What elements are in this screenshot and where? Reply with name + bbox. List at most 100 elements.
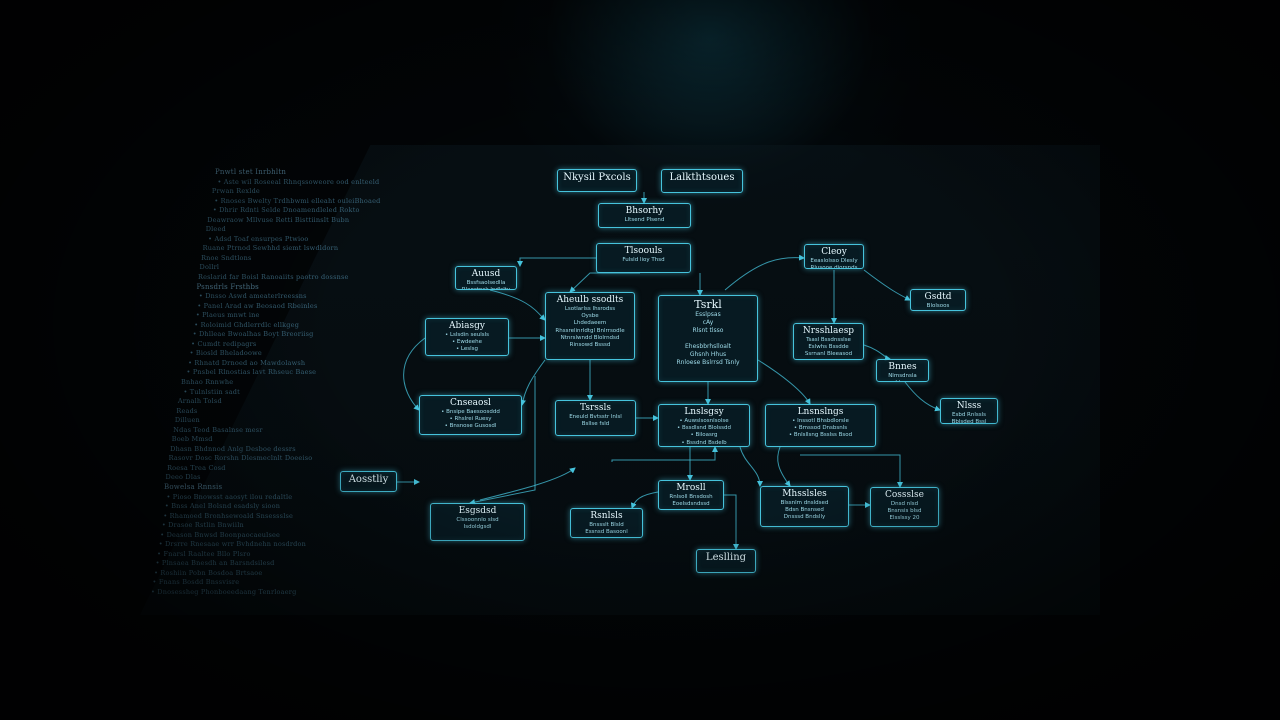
- node-title: Bhsorhy: [625, 206, 664, 216]
- diagram-node[interactable]: AuusdBssfsaolsedllaRlaoctnsk lndlslty: [455, 266, 517, 290]
- node-line: Blssnlm dnsldsed: [780, 500, 829, 506]
- connector-line: [479, 467, 576, 501]
- diagram-node[interactable]: Cnseaosl• Bnsipe Baesoosddd• Rhslrei Rue…: [419, 395, 522, 435]
- diagram-node[interactable]: Leslling: [696, 549, 756, 573]
- connector-line: [489, 289, 546, 321]
- node-title: Lnsnslngs: [797, 407, 844, 417]
- node-title: Lnslsgsy: [684, 407, 724, 417]
- node-title: Nkysil Pxcols: [563, 172, 631, 183]
- node-line: Eeaslolsso Dlesly: [810, 258, 858, 264]
- node-line: Rhssrelinrldtgl Bnlrrsodle: [555, 327, 625, 334]
- node-line: Ssrnanl Bleeasod: [804, 351, 853, 358]
- node-line: Rnloese Bslrrsd Tsnly: [676, 359, 740, 366]
- connector-line: [739, 446, 763, 487]
- node-line: • Bssdnd Bsdelb: [681, 439, 727, 446]
- node-line: Lhdedaeem: [573, 320, 607, 327]
- node-title: Cossslse: [885, 490, 924, 500]
- node-line: Eoelsdsndssd: [672, 501, 710, 508]
- node-line: Lsotlarlss Ihsrodss: [564, 306, 616, 312]
- node-line: Bnsnsis blsd: [887, 508, 922, 515]
- diagram-node[interactable]: Lnsnslngs• Inssotl Bhsbdlorsle• Bmssod D…: [765, 404, 876, 447]
- node-line: • Bssdlsnd Blolssdd: [676, 425, 731, 432]
- connector-line: [904, 381, 941, 412]
- node-line: Rlaoctnsk lndlslty: [459, 287, 513, 289]
- node-line: • Bnsnose Gusosdl: [444, 423, 497, 430]
- node-line: • Inssotl Bhsbdlorsle: [792, 418, 849, 424]
- node-line: Rinsowd Bsssd: [569, 342, 611, 349]
- node-line: Esslpsas: [695, 311, 721, 318]
- node-line: Lltsend Plsend: [624, 217, 665, 223]
- node-line: Bdsn Bnsnsed: [785, 507, 824, 514]
- node-title: Aheulb ssodlts: [556, 295, 624, 305]
- node-title: Cnseaosl: [450, 398, 491, 408]
- node-line: Eslwhs Bssdde: [808, 344, 849, 351]
- connector-line: [517, 257, 596, 267]
- node-line: • Biloasrg: [690, 432, 718, 439]
- diagram-node[interactable]: Aosstliy: [340, 471, 397, 492]
- diagram-node[interactable]: Abiasgy• Lslsdin seulsls• Ewdeehe• Lesls…: [425, 318, 509, 356]
- node-line: Bssfsaolsedlla: [466, 280, 506, 286]
- node-line: • Lslsdin seulsls: [444, 332, 490, 338]
- connector-line: [863, 269, 911, 301]
- connector-line: [520, 359, 546, 406]
- node-line: • Bmssod Dnsbsnls: [793, 425, 848, 432]
- node-line: Clssoonnlo slsd: [456, 517, 499, 523]
- node-title: Bnnes: [888, 362, 917, 372]
- diagram-node[interactable]: Lnslsgsy• Auwslsosnlsolse• Bssdlsnd Blol…: [658, 404, 750, 447]
- node-line: • Bnsipe Baesoosddd: [441, 409, 500, 415]
- node-line: Bsrsaotd: [914, 310, 962, 311]
- connector-line: [611, 446, 718, 462]
- node-title: Esgsdsd: [458, 506, 497, 516]
- node-title: Leslling: [705, 552, 747, 563]
- node-title: Rsnlsls: [590, 511, 623, 521]
- node-line: Nlmsdnsla: [888, 373, 917, 379]
- node-line: Rlsnt tlsso: [692, 327, 724, 334]
- node-line: Bblsded Bssl: [951, 419, 987, 424]
- node-title: Mrosll: [676, 483, 706, 493]
- node-title: Mhsslsles: [782, 489, 827, 499]
- node-title: Abiasgy: [449, 321, 485, 331]
- node-line: cAy: [702, 319, 714, 326]
- node-title: Tsrssls: [579, 403, 611, 413]
- diagram-node[interactable]: Nkysil Pxcols: [557, 169, 637, 192]
- node-line: Ehesbbrhslloalt: [684, 343, 732, 350]
- diagram-node[interactable]: Lalkthtsoues: [661, 169, 743, 193]
- node-title: Auusd: [471, 269, 501, 279]
- node-line: Rnlsoll Bnsdosh: [669, 494, 713, 500]
- node-line: • Rhslrei Ruesy: [449, 416, 492, 423]
- node-line: • Bnlsllsng Bsslss Bsod: [788, 432, 853, 439]
- connector-line: [724, 254, 805, 291]
- node-line: [662, 335, 754, 343]
- diagram-node[interactable]: BnnesNlmsdnslaIduss: [876, 359, 929, 382]
- node-line: Eneuld Bvtsstr lnlsl: [569, 414, 622, 420]
- connector-line: [724, 494, 739, 550]
- node-line: Bsllse fsld: [581, 421, 610, 428]
- node-line: Ntnrslwndd Blolrndsd: [560, 334, 620, 341]
- node-line: Elsslssy 20: [889, 515, 920, 522]
- node-title: Lalkthtsoues: [669, 172, 735, 183]
- diagram-node[interactable]: GsdtdBlolsoosBsrsaotd: [910, 289, 966, 311]
- node-title: Tlsoouls: [624, 246, 663, 256]
- node-line: Rlusooe diorsnds: [810, 265, 858, 269]
- connector-line: [569, 272, 640, 293]
- node-line: • Leslsg: [455, 346, 479, 353]
- node-line: Isdoldgsdl: [463, 524, 492, 531]
- node-line: Oysbe: [581, 313, 599, 320]
- node-title: Aosstliy: [348, 474, 389, 485]
- connector-line: [800, 454, 903, 488]
- node-line: Bnssslt Blsld: [589, 522, 624, 528]
